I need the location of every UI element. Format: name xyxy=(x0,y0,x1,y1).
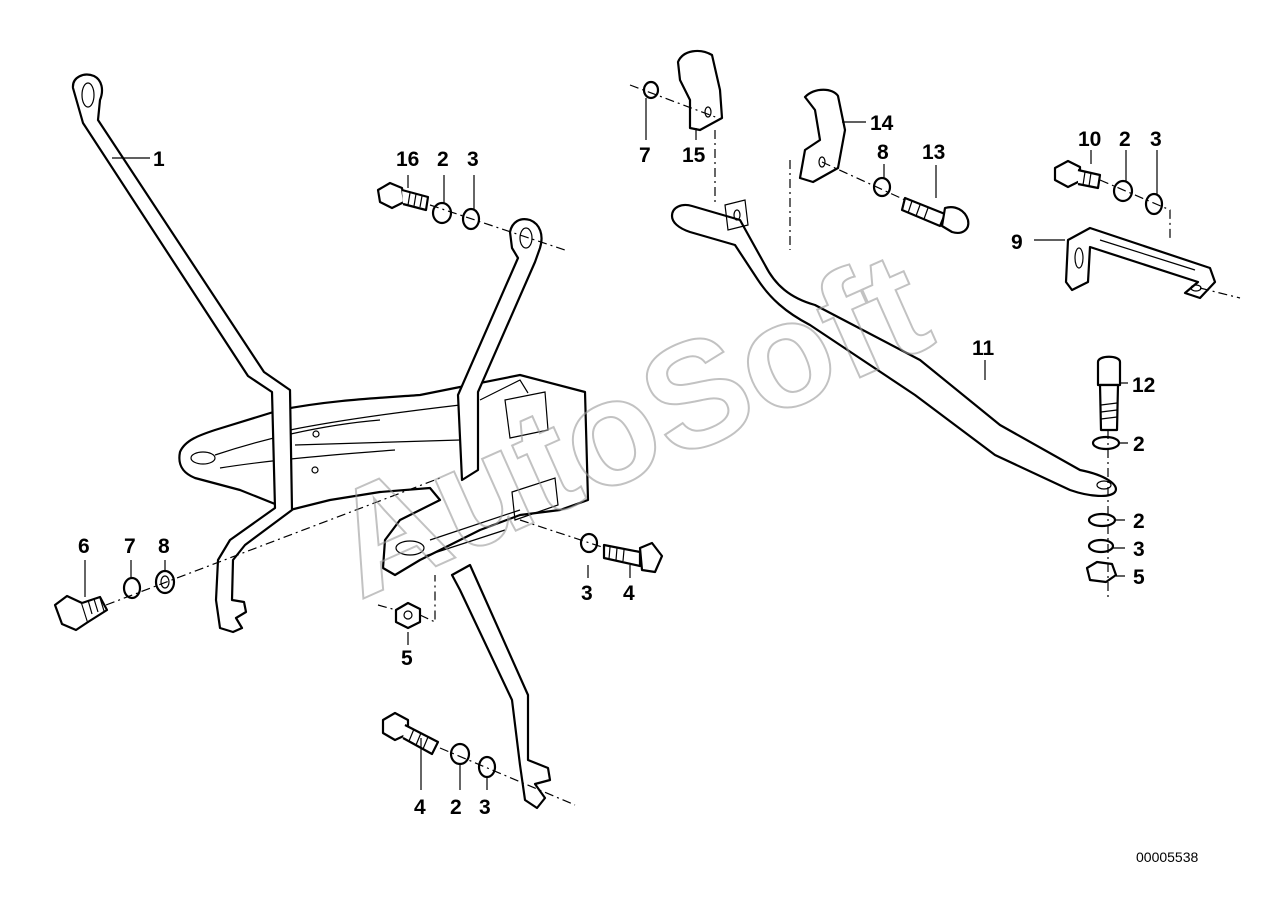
callout-10: 10 xyxy=(1078,128,1101,151)
washer-2e xyxy=(1087,512,1117,528)
lock-washer-3d xyxy=(1144,192,1164,216)
callout-5: 5 xyxy=(1133,566,1145,589)
callout-12: 12 xyxy=(1132,374,1155,397)
bolt-13 xyxy=(900,196,970,234)
callout-2: 2 xyxy=(1133,510,1145,533)
callout-8: 8 xyxy=(158,535,170,558)
upper-rod xyxy=(456,218,543,482)
callout-5: 5 xyxy=(401,647,413,670)
callout-14: 14 xyxy=(870,112,894,135)
washer-2c xyxy=(1112,179,1134,203)
callout-1: 1 xyxy=(153,148,165,171)
bolt-6 xyxy=(53,594,109,632)
bracket-9 xyxy=(1064,226,1217,300)
clamp-14 xyxy=(798,88,847,184)
washer-7b xyxy=(642,80,660,100)
washer-2a xyxy=(431,201,453,225)
document-number: 00005538 xyxy=(1136,849,1199,865)
callout-2: 2 xyxy=(437,148,449,171)
callout-4: 4 xyxy=(623,582,635,605)
callout-2: 2 xyxy=(1133,433,1145,456)
callout-3: 3 xyxy=(581,582,593,605)
clamp-15 xyxy=(676,49,724,132)
bolt-10 xyxy=(1053,159,1102,190)
callout-4: 4 xyxy=(414,796,426,819)
callout-6: 6 xyxy=(78,535,90,558)
lock-washer-3b xyxy=(579,532,599,554)
leader-lines xyxy=(84,98,1158,790)
callout-3: 3 xyxy=(1133,538,1145,561)
bolt-16 xyxy=(376,181,430,212)
callout-15: 15 xyxy=(682,144,706,167)
callout-8: 8 xyxy=(877,141,889,164)
callout-7: 7 xyxy=(639,144,651,167)
bolt-12 xyxy=(1096,355,1122,432)
lock-washer-3c xyxy=(477,755,497,779)
callout-9: 9 xyxy=(1011,231,1023,254)
callout-2: 2 xyxy=(450,796,462,819)
nut-5a xyxy=(394,601,422,630)
part-11-rail xyxy=(670,199,1118,497)
callout-2: 2 xyxy=(1119,128,1131,151)
nut-5b xyxy=(1085,560,1118,584)
callout-13: 13 xyxy=(922,141,945,164)
part-1-rod xyxy=(71,73,294,634)
callout-7: 7 xyxy=(124,535,136,558)
bolt-4b xyxy=(381,711,440,756)
callout-3: 3 xyxy=(479,796,491,819)
lock-washer-3e xyxy=(1087,538,1115,554)
callout-11: 11 xyxy=(972,337,995,360)
callout-3: 3 xyxy=(467,148,479,171)
washer-2d xyxy=(1091,435,1121,451)
callout-3: 3 xyxy=(1150,128,1162,151)
lower-rod xyxy=(450,563,552,810)
bolt-4a xyxy=(602,541,664,574)
callout-16: 16 xyxy=(396,148,419,171)
